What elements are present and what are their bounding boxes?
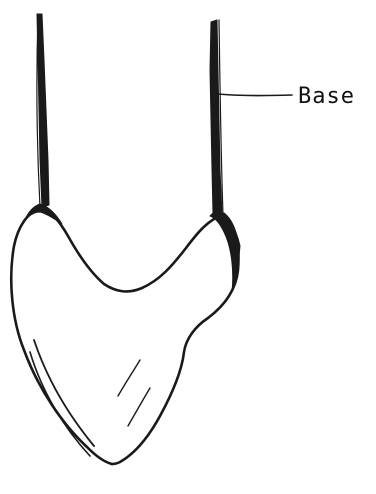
leader-line [218,94,292,96]
crown-outline [11,204,240,464]
crown-inner-lines [30,340,150,456]
right-base-strip [210,20,223,214]
base-label: Base [298,84,355,109]
left-base-strip [37,14,49,207]
